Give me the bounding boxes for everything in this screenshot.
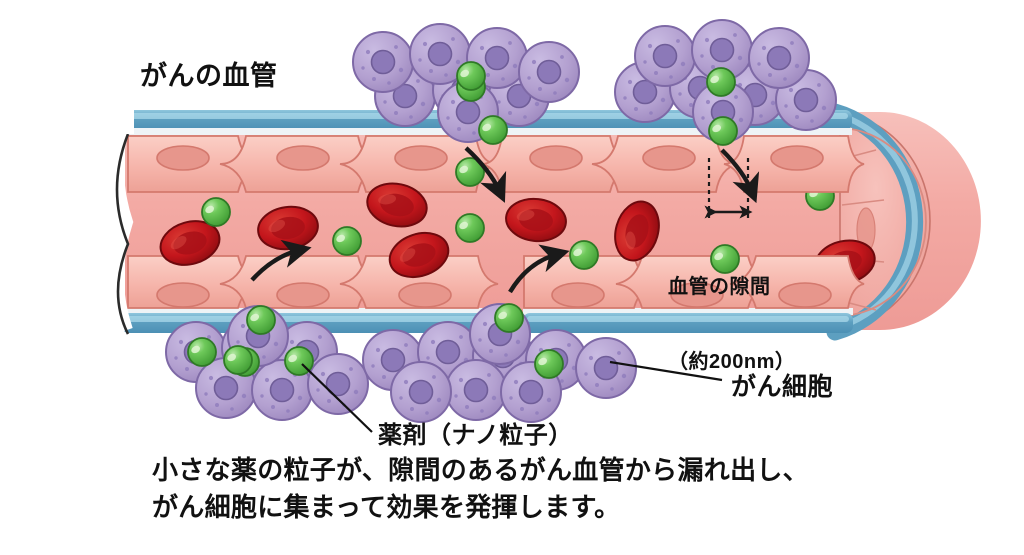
vessel-end-cap (805, 103, 931, 341)
vessel-gap-label-line1: 血管の隙間 (668, 276, 771, 298)
blood-vessel (112, 103, 981, 341)
vessel-gap-label: 血管の隙間 （約200nm） (668, 225, 795, 400)
vessel-open-end (112, 110, 134, 335)
figure-caption: 小さな薬の粒子が、隙間のあるがん血管から漏れ出し、 がん細胞に集まって効果を発揮… (152, 452, 809, 526)
caption-line-2: がん細胞に集まって効果を発揮します。 (152, 491, 621, 522)
leader-line-drug (301, 363, 373, 433)
drug-nanoparticle-label: 薬剤（ナノ粒子） (378, 422, 573, 449)
page-title: がんの血管 (140, 61, 278, 91)
leader-lines (301, 360, 723, 433)
vessel-gap-label-line2: （約200nm） (668, 351, 796, 373)
gap-dimension-indicator (704, 158, 753, 219)
endothelial-layer-top (127, 135, 865, 193)
caption-line-1: 小さな薬の粒子が、隙間のあるがん血管から漏れ出し、 (152, 455, 809, 485)
leader-line-cancer-cell (609, 360, 723, 382)
cancer-cell-label: がん細胞 (731, 373, 834, 401)
flow-arrows (250, 146, 760, 294)
